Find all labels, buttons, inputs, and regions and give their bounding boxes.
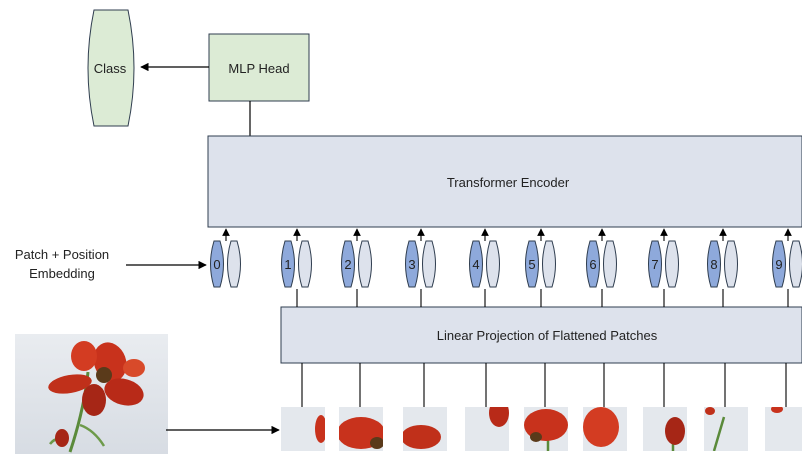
embedding-label-line2: Embedding	[29, 266, 95, 281]
image-patch-4	[465, 407, 509, 451]
patch-embedding-6	[603, 240, 617, 288]
patch-embedding-8	[724, 240, 738, 288]
position-embedding-4	[469, 240, 483, 288]
image-patch-1	[281, 407, 325, 451]
mlp-head-label: MLP Head	[228, 61, 289, 76]
token-label-2: 2	[344, 257, 351, 272]
position-embedding-1	[281, 240, 295, 288]
patch-embedding-4	[486, 240, 500, 288]
token-label-7: 7	[651, 257, 658, 272]
position-embedding-7	[648, 240, 662, 288]
token-label-8: 8	[710, 257, 717, 272]
patch-embedding-7	[665, 240, 679, 288]
token-label-4: 4	[472, 257, 479, 272]
token-label-3: 3	[408, 257, 415, 272]
patch-embedding-3	[422, 240, 436, 288]
input-flower-image	[15, 334, 168, 454]
mlp-head-box	[208, 33, 310, 102]
token-label-5: 5	[528, 257, 535, 272]
transformer-encoder-box	[207, 135, 802, 228]
transformer-encoder-label: Transformer Encoder	[447, 175, 570, 190]
position-embedding-3	[405, 240, 419, 288]
image-patch-6	[583, 407, 627, 451]
image-patch-8	[704, 407, 748, 451]
linear-projection-label: Linear Projection of Flattened Patches	[437, 328, 658, 343]
token-label-9: 9	[775, 257, 782, 272]
position-embedding-6	[586, 240, 600, 288]
patch-embedding-1	[298, 240, 312, 288]
class-node	[87, 9, 135, 127]
position-embedding-5	[525, 240, 539, 288]
token-embeddings: 0 1 2 3 4 5 6 7 8 9	[210, 228, 802, 307]
image-patches	[281, 363, 802, 451]
patch-embedding-2	[358, 240, 372, 288]
token-label-0: 0	[213, 257, 220, 272]
position-embedding-8	[707, 240, 721, 288]
image-patch-2	[339, 407, 383, 451]
position-embedding-2	[341, 240, 355, 288]
position-embedding-9	[772, 240, 786, 288]
embedding-label-line1: Patch + Position	[15, 247, 109, 262]
position-embedding-0	[210, 240, 224, 288]
class-label: Class	[94, 61, 127, 76]
image-patch-5	[524, 407, 568, 451]
patch-embedding-0	[227, 240, 241, 288]
image-patch-9	[765, 407, 802, 451]
image-patch-3	[403, 407, 447, 451]
token-label-6: 6	[589, 257, 596, 272]
token-label-1: 1	[284, 257, 291, 272]
image-patch-7	[643, 407, 687, 451]
patch-embedding-9	[789, 240, 802, 288]
patch-embedding-5	[542, 240, 556, 288]
